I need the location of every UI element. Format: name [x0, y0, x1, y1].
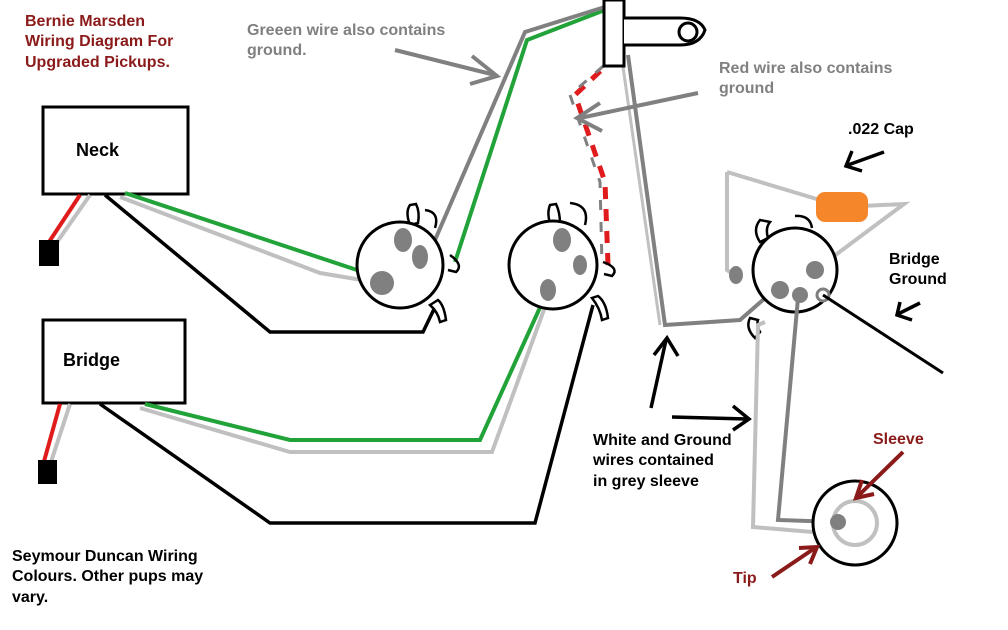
neck-out-grey-wire [433, 4, 609, 241]
neck-lead-wires [39, 193, 92, 266]
bridge-out-red-wire [572, 58, 614, 266]
neck-black-wire [103, 193, 438, 334]
tone-pot [725, 170, 911, 340]
bridge-green-wire [144, 291, 549, 442]
cap-label: .022 Cap [848, 121, 914, 138]
bridge-black-wire [98, 304, 595, 525]
tip-label: Tip [733, 570, 757, 587]
cap-icon [816, 192, 868, 222]
neck-lead-terminal [39, 240, 59, 266]
footer-note: Seymour Duncan Wiring Colours. Other pup… [12, 548, 204, 606]
diagram-title: Bernie Marsden Wiring Diagram For Upgrad… [25, 13, 174, 71]
bridge-pickup-box [41, 318, 187, 405]
bridge-ground-wire [822, 293, 944, 375]
bridge-white-wire [139, 295, 551, 454]
white-ground-note: White and Ground wires contained in grey… [593, 432, 732, 490]
neck-pickup-label: Neck [76, 140, 120, 160]
bridge-out-grey-wire [568, 60, 609, 266]
bridge-lead-terminal [38, 460, 57, 484]
red-arrows [770, 450, 905, 579]
grey-arrows [394, 48, 699, 133]
jack-white-wire [750, 320, 814, 534]
switch-out-white [620, 59, 662, 326]
green-wire-note: Greeen wire also contains ground. [247, 22, 446, 60]
bridge-lead-wires [38, 403, 72, 484]
red-wire-note: Red wire also contains ground [719, 60, 893, 98]
neck-volume-pot [355, 202, 461, 324]
neck-out-green-wire [453, 6, 611, 263]
bridge-ground-label: Bridge Ground [889, 251, 947, 289]
bridge-volume-pot [507, 201, 616, 322]
output-jack [811, 479, 899, 567]
black-arrows [649, 150, 921, 432]
bridge-pickup-label: Bridge [63, 350, 121, 370]
switch-out-wire [626, 54, 782, 328]
sleeve-label: Sleeve [873, 431, 924, 448]
neck-pickup-box [41, 105, 190, 196]
neck-green-wire [124, 191, 379, 279]
toggle-switch [602, 0, 707, 68]
